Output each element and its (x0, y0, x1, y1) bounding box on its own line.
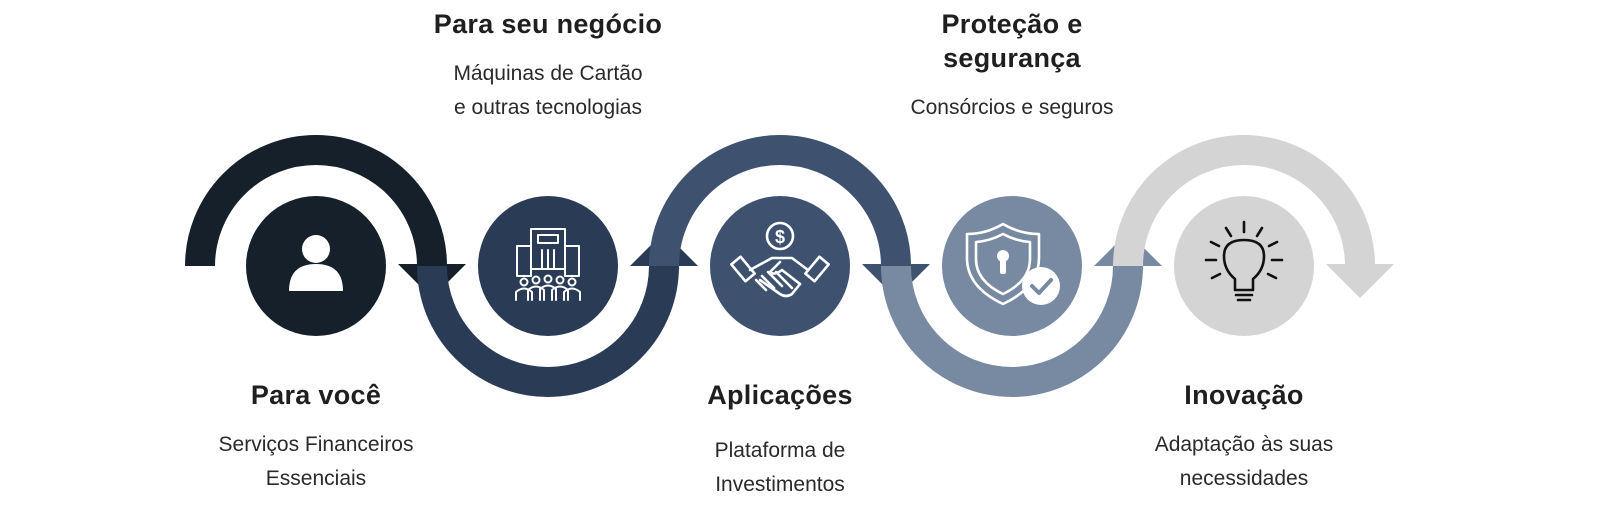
step-description-line: Investimentos (715, 473, 845, 496)
step-title: Para seu negócio (433, 9, 663, 39)
lightbulb-icon (1204, 220, 1284, 302)
step-label-protecao: Proteção e segurança Consórcios e seguro… (864, 7, 1160, 125)
dollar-sign: $ (775, 227, 785, 247)
step-description-line: Adaptação às suas (1154, 433, 1334, 456)
step-circle-3 (710, 196, 850, 336)
person-icon (289, 235, 343, 291)
arc-step-5 (1113, 135, 1394, 298)
step-title-line: segurança (943, 43, 1081, 73)
step-circle-5 (1174, 196, 1314, 336)
step-description-line: Plataforma de (714, 439, 846, 462)
step-label-inovacao: Inovação Adaptação às suas necessidades (1096, 378, 1392, 496)
step-description-line: necessidades (1179, 467, 1309, 490)
step-description-line: e outras tecnologias (454, 96, 642, 119)
step-circle-4 (942, 196, 1082, 336)
step-description-line: Consórcios e seguros (910, 96, 1114, 119)
step-label-aplicacoes: Aplicações Plataforma de Investimentos (632, 378, 928, 502)
buildings-people-icon (515, 228, 581, 301)
shield-check-icon (965, 222, 1060, 306)
step-title: Inovação (1184, 380, 1304, 410)
step-description-line: Máquinas de Cartão (453, 62, 643, 85)
step-label-para-voce: Para você Serviços Financeiros Essenciai… (168, 378, 464, 496)
step-title: Para você (250, 380, 382, 410)
step-title: Aplicações (707, 380, 853, 410)
step-description-line: Serviços Financeiros (218, 433, 414, 456)
step-description-line: Essenciais (265, 467, 367, 490)
step-label-para-seu-negocio: Para seu negócio Máquinas de Cartão e ou… (400, 7, 696, 125)
handshake-money-icon: $ (730, 221, 830, 298)
step-title-line: Proteção e (941, 9, 1083, 39)
